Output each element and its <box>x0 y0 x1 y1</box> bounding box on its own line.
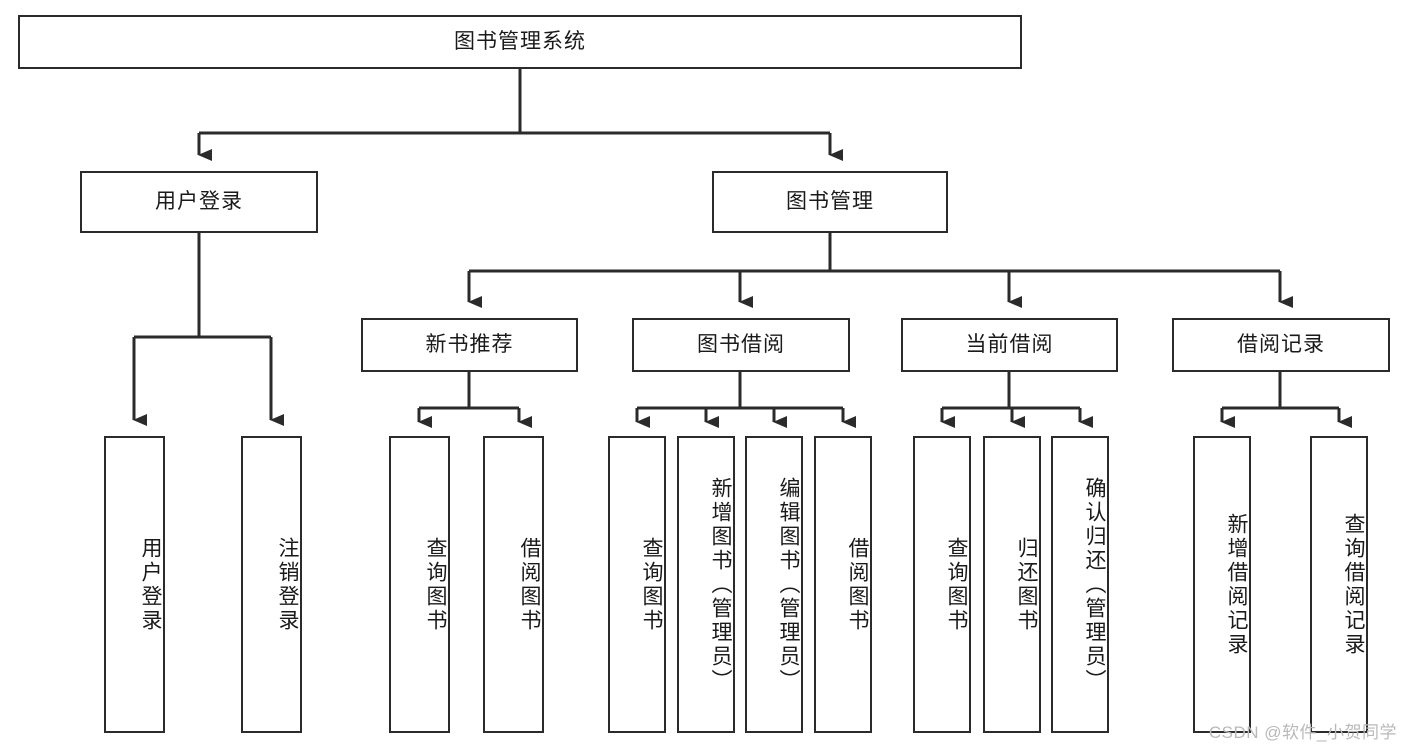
node-leaf-logout-label: 注销登录 <box>276 536 299 633</box>
node-leaf-query-book-3[interactable]: 查询图书 <box>913 436 971 733</box>
node-leaf-return-book[interactable]: 归还图书 <box>983 436 1041 733</box>
node-leaf-borrow-book-1[interactable]: 借阅图书 <box>483 436 544 733</box>
node-leaf-add-book[interactable]: 新增图书（管理员） <box>677 436 735 733</box>
node-leaf-query-record-label: 查询借阅记录 <box>1342 512 1365 657</box>
node-borrow-record[interactable]: 借阅记录 <box>1172 318 1390 372</box>
node-leaf-edit-book-label: 编辑图书（管理员） <box>777 476 800 693</box>
node-leaf-user-login[interactable]: 用户登录 <box>104 436 165 733</box>
node-leaf-add-record[interactable]: 新增借阅记录 <box>1193 436 1251 733</box>
node-new-book-recommend[interactable]: 新书推荐 <box>361 318 578 372</box>
node-leaf-borrow-book-2[interactable]: 借阅图书 <box>814 436 872 733</box>
node-leaf-edit-book[interactable]: 编辑图书（管理员） <box>745 436 803 733</box>
node-book-borrow-label: 图书借阅 <box>697 333 785 357</box>
node-leaf-query-book-1[interactable]: 查询图书 <box>389 436 450 733</box>
node-leaf-borrow-book-2-label: 借阅图书 <box>846 536 869 633</box>
node-leaf-return-book-label: 归还图书 <box>1015 536 1038 633</box>
node-leaf-user-login-label: 用户登录 <box>139 536 162 633</box>
node-root-label: 图书管理系统 <box>454 30 586 54</box>
node-current-borrow[interactable]: 当前借阅 <box>901 318 1118 372</box>
node-book-management-label: 图书管理 <box>786 190 874 214</box>
node-user-login-label: 用户登录 <box>155 190 243 214</box>
node-leaf-query-book-3-label: 查询图书 <box>945 536 968 633</box>
node-book-borrow[interactable]: 图书借阅 <box>632 318 850 372</box>
node-book-management[interactable]: 图书管理 <box>712 171 948 233</box>
node-new-book-recommend-label: 新书推荐 <box>425 333 514 357</box>
node-leaf-query-book-2[interactable]: 查询图书 <box>608 436 666 733</box>
node-leaf-query-record[interactable]: 查询借阅记录 <box>1310 436 1368 733</box>
node-user-login[interactable]: 用户登录 <box>80 171 318 233</box>
node-leaf-add-record-label: 新增借阅记录 <box>1225 512 1248 657</box>
node-leaf-add-book-label: 新增图书（管理员） <box>709 476 732 693</box>
node-leaf-query-book-1-label: 查询图书 <box>424 536 447 633</box>
watermark-text: CSDN @软件_小贺同学 <box>1208 723 1397 742</box>
node-borrow-record-label: 借阅记录 <box>1237 333 1325 357</box>
node-leaf-logout[interactable]: 注销登录 <box>241 436 302 733</box>
node-leaf-confirm-return[interactable]: 确认归还（管理员） <box>1051 436 1109 733</box>
node-leaf-borrow-book-1-label: 借阅图书 <box>518 536 541 633</box>
node-leaf-confirm-return-label: 确认归还（管理员） <box>1083 476 1106 693</box>
node-root[interactable]: 图书管理系统 <box>18 15 1022 69</box>
node-leaf-query-book-2-label: 查询图书 <box>640 536 663 633</box>
node-current-borrow-label: 当前借阅 <box>965 333 1054 357</box>
